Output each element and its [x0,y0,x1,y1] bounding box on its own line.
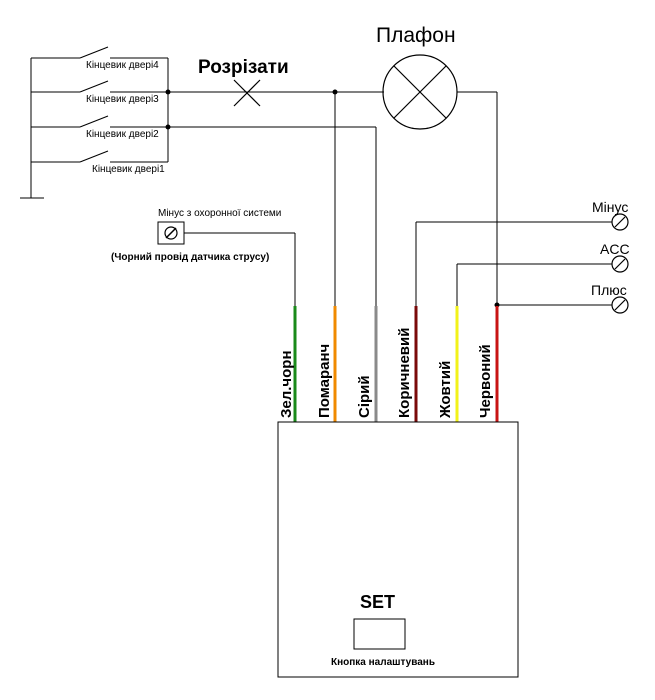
sensor-note: (Чорний провід датчика струсу) [111,252,269,263]
wire-label-brown: Коричневий [396,328,413,418]
acc-label: ACC [600,241,630,257]
wire-label-red: Червоний [477,344,494,418]
wire-labels: Зел.чорн Помаранч Сірий Коричневий Жовти… [278,328,494,419]
set-label: SET [360,592,395,612]
door-switch-2: Кінцевик двері2 [31,115,168,140]
door-switch-3-label: Кінцевик двері3 [86,94,159,105]
setup-button[interactable] [353,618,406,650]
plus-label: Плюс [591,282,627,298]
wire-stubs [293,306,499,422]
door-switch-1: Кінцевик двері1 [31,150,168,175]
acc-terminal [611,255,629,273]
lamp-icon [382,54,458,130]
plus-terminal [611,296,629,314]
door-switch-2-label: Кінцевик двері2 [86,129,159,140]
wire-label-grey: Сірий [356,375,373,418]
door-switch-4: Кінцевик двері4 [31,46,168,71]
minus-terminal [611,213,629,231]
wire-label-orange: Помаранч [316,344,333,418]
setup-button-caption: Кнопка налаштувань [331,657,435,668]
shock-sensor [157,221,185,245]
control-unit [277,421,519,678]
sensor-caption: Мінус з охоронної системи [158,208,281,219]
cut-label: Розрізати [198,57,289,78]
door-switch-4-label: Кінцевик двері4 [86,60,159,71]
wire-label-green-black: Зел.чорн [278,350,295,418]
minus-label: Мінус [592,199,628,215]
lamp-title: Плафон [376,24,456,47]
door-switch-1-label: Кінцевик двері1 [92,164,165,175]
wire-label-yellow: Жовтий [437,361,454,419]
cut-mark [233,79,261,107]
door-switch-3: Кінцевик двері3 [31,80,168,105]
